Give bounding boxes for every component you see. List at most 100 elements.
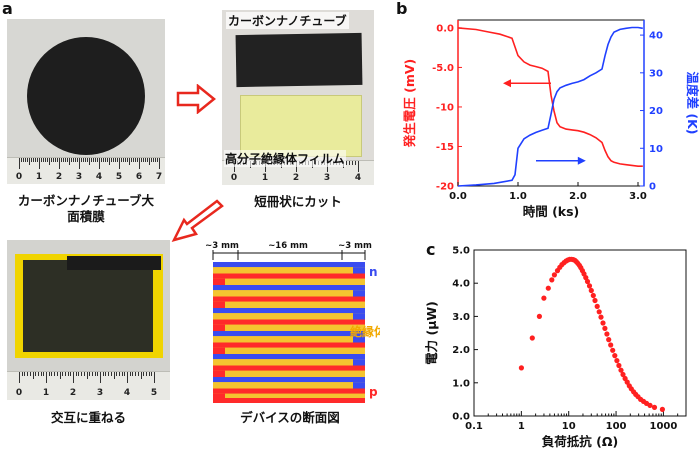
layer-connector (213, 347, 225, 354)
ruler-number: 1 (35, 172, 43, 182)
ruler-tick (149, 158, 150, 165)
ruler-tick (129, 158, 130, 165)
p-type-layer (213, 296, 365, 302)
ruler-tick (151, 372, 153, 376)
ruler-tick (35, 158, 36, 162)
ruler-tick (145, 158, 146, 162)
ruler-tick (40, 372, 42, 376)
layer-connector (353, 382, 365, 389)
x-tick-label: 1000 (649, 421, 677, 432)
ruler-tick (115, 158, 116, 162)
ruler-tick (59, 158, 60, 169)
ruler-tick (67, 372, 69, 376)
ruler-tick (21, 372, 23, 376)
data-point (529, 335, 535, 341)
ruler-number: 5 (150, 388, 158, 398)
data-point (549, 277, 555, 283)
data-point (584, 278, 591, 285)
p-type-layer (213, 398, 365, 403)
ruler-tick (70, 372, 72, 376)
data-point (620, 371, 626, 378)
ruler-tick (73, 372, 74, 383)
ruler-tick (55, 158, 56, 162)
n-type-layer (213, 285, 365, 291)
ruler-tick (87, 158, 88, 162)
ruler-tick (108, 372, 110, 376)
x-tick-label: 10 (562, 421, 576, 432)
x-tick-label: 1 (518, 421, 525, 432)
y-axis-label: 電力 (μW) (424, 301, 439, 365)
ruler-tick (71, 158, 72, 162)
insulator-layer (225, 393, 365, 400)
polymer-strip (240, 95, 362, 157)
dim-mid-label: ~16 mm (268, 241, 308, 251)
y-tick-label: 5.0 (452, 246, 470, 257)
ruler-number: 1 (42, 388, 50, 398)
data-point (602, 325, 608, 331)
ruler-tick (45, 158, 46, 162)
caption-section: デバイスの断面図 (240, 410, 340, 425)
ruler-number: 7 (155, 172, 163, 182)
y-tick-label: 3.0 (452, 312, 470, 323)
data-point (606, 337, 612, 343)
layer-connector (353, 336, 365, 343)
plot-frame (473, 249, 687, 417)
insulator-layer (225, 370, 365, 377)
ruler-tick (89, 372, 91, 376)
ruler-tick (91, 158, 92, 162)
ruler-tick (113, 158, 114, 162)
data-point (610, 347, 616, 353)
ruler-tick (97, 372, 99, 376)
ruler-tick (103, 158, 104, 162)
data-point (647, 402, 653, 408)
data-point (651, 404, 658, 410)
p-type-layer (213, 365, 365, 371)
ruler-number: 4 (95, 172, 103, 182)
ruler-tick (73, 158, 74, 162)
y-tick-label: 0.0 (452, 412, 470, 423)
y2-tick-label: 20 (649, 106, 663, 117)
ruler-tick (117, 158, 118, 162)
ruler-tick (133, 158, 134, 162)
panel-letter-a: a (2, 0, 13, 18)
data-point (594, 303, 600, 309)
ruler-tick (19, 158, 20, 169)
dim-right-label: ~3 mm (338, 241, 372, 251)
ruler-tick (94, 372, 96, 376)
ruler-tick (132, 372, 134, 376)
ruler-tick (29, 158, 30, 165)
y-tick-label: 1.0 (452, 378, 470, 389)
dim-left-label: ~3 mm (205, 241, 239, 251)
x-tick-label: 1.0 (509, 191, 527, 202)
ruler-tick (153, 158, 154, 162)
ruler-tick (345, 161, 347, 165)
ruler-tick (147, 158, 148, 162)
insulator-layer (213, 267, 353, 274)
ruler-tick (91, 372, 93, 376)
ruler-tick (27, 158, 28, 162)
ruler-number: 3 (75, 172, 83, 182)
ruler-tick (25, 158, 26, 162)
label-polymer: 高分子絶縁体フィルム (224, 150, 346, 167)
ruler-tick (83, 372, 85, 376)
ruler-tick (51, 158, 52, 162)
y-tick-label: -15 (436, 142, 454, 153)
ruler-tick (100, 372, 101, 383)
insulator-layer (225, 301, 365, 308)
data-point (614, 358, 620, 364)
ruler-tick (63, 158, 64, 162)
ruler-tick (75, 158, 76, 162)
ruler-tick (141, 158, 142, 162)
x-tick-label: 0.0 (449, 191, 467, 202)
n-type-layer (213, 262, 365, 268)
insulator-layer (213, 382, 353, 389)
layer-connector (213, 278, 225, 285)
ruler-tick (24, 372, 26, 376)
ruler-tick (37, 158, 38, 162)
ruler-tick (110, 372, 112, 376)
arrow-left-icon (503, 79, 551, 88)
ruler-tick (43, 372, 45, 376)
ruler-tick (65, 158, 66, 162)
data-point (518, 365, 524, 371)
